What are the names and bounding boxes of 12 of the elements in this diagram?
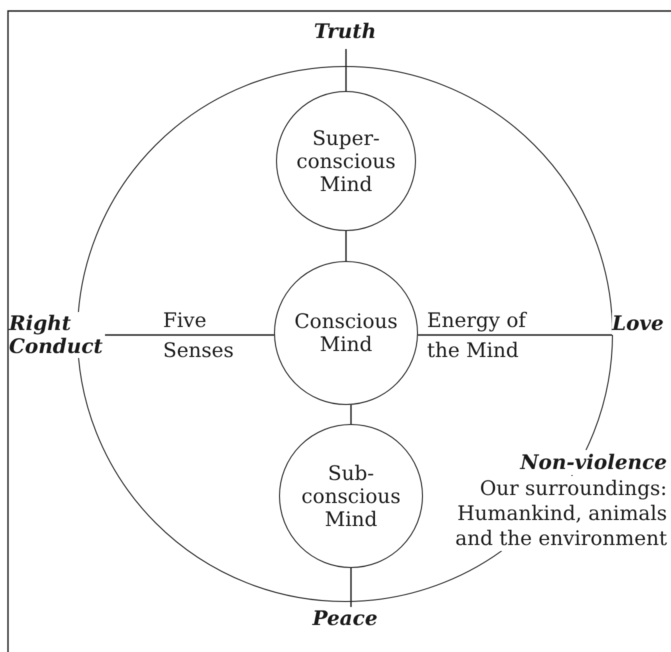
edge-label: Five Senses	[163, 307, 235, 364]
circle-label: Super- conscious Mind	[295, 126, 397, 196]
value-label: Right Conduct	[9, 312, 105, 358]
connector-line	[345, 49, 347, 91]
edge-label: Energy of the Mind	[427, 307, 528, 364]
connector-line	[345, 231, 347, 261]
circle-label: Sub- conscious Mind	[300, 462, 402, 530]
connector-line	[350, 404, 352, 424]
connector-line	[418, 334, 612, 336]
connector-line	[350, 568, 352, 607]
circle-label: Conscious Mind	[293, 310, 399, 356]
connector-line	[105, 334, 274, 336]
